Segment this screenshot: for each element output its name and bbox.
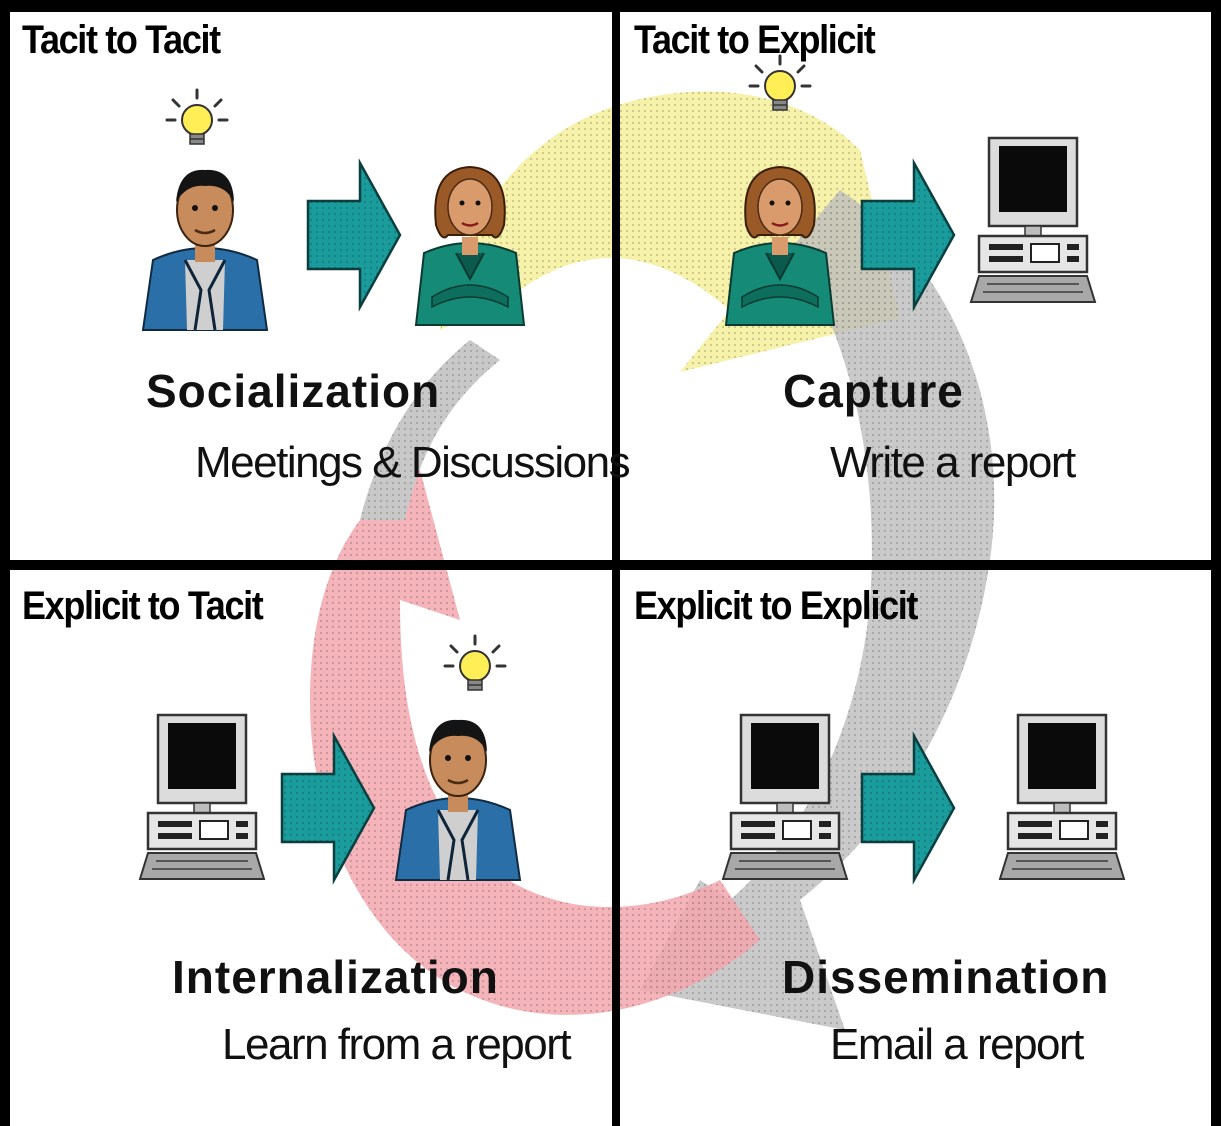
activity-learn-report: Learn from a report	[222, 1020, 572, 1069]
activity-email-report: Email a report	[830, 1020, 1084, 1069]
activity-write-report: Write a report	[830, 438, 1076, 487]
quadrant-title-explicit-to-explicit: Explicit to Explicit	[634, 584, 918, 628]
mode-socialization: Socialization	[146, 365, 441, 417]
quadrant-title-explicit-to-tacit: Explicit to Tacit	[22, 584, 264, 628]
right-arrow-icon	[306, 161, 402, 309]
lightbulb-icon	[443, 634, 507, 692]
computer-icon	[138, 713, 266, 881]
mode-dissemination: Dissemination	[782, 951, 1110, 1003]
computer-icon	[998, 713, 1126, 881]
mode-capture: Capture	[783, 365, 964, 417]
mode-internalization: Internalization	[172, 951, 499, 1003]
computer-icon	[721, 713, 849, 881]
activity-meetings: Meetings & Discussions	[195, 438, 631, 487]
quadrant-title-tacit-to-tacit: Tacit to Tacit	[22, 18, 221, 62]
lightbulb-icon	[165, 88, 229, 146]
computer-icon	[969, 136, 1097, 304]
man-icon	[141, 168, 269, 332]
quadrant-title-tacit-to-explicit: Tacit to Explicit	[634, 18, 876, 62]
